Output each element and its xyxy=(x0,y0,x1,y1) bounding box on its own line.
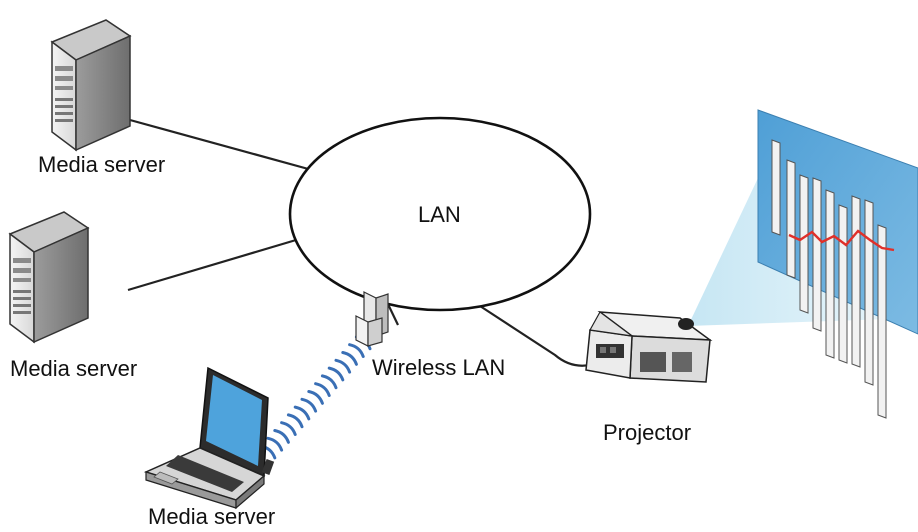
signal-wave xyxy=(286,413,304,429)
wireless-access-point-icon xyxy=(355,291,389,347)
signal-wave xyxy=(300,397,318,413)
signal-wave xyxy=(273,429,290,444)
screen-bar xyxy=(799,174,809,314)
screen-bar xyxy=(877,224,887,419)
signal-wave xyxy=(266,436,284,452)
lan-label: LAN xyxy=(418,202,461,227)
screen-bar xyxy=(838,204,848,364)
signal-wave xyxy=(334,358,352,374)
projection-screen-icon xyxy=(757,109,918,419)
lan-cloud xyxy=(288,116,592,312)
signal-wave xyxy=(280,421,297,436)
link-top-server xyxy=(129,118,313,172)
screen-bar xyxy=(825,189,835,359)
screen-bar xyxy=(851,195,861,368)
server-middle-label: Media server xyxy=(10,356,138,381)
signal-wave xyxy=(314,382,331,397)
signal-wave xyxy=(307,390,324,405)
signal-wave xyxy=(320,374,338,390)
screen-bar xyxy=(771,139,781,236)
wireless-lan-label: Wireless LAN xyxy=(372,355,506,380)
laptop-icon xyxy=(143,366,275,510)
signal-wave xyxy=(327,366,345,382)
server-tower-icon xyxy=(8,211,90,344)
signal-wave xyxy=(341,351,358,366)
screen-bar xyxy=(864,199,874,386)
projector-label: Projector xyxy=(603,420,692,445)
server-tower-icon xyxy=(50,19,132,152)
server-top-label: Media server xyxy=(38,152,166,177)
laptop-label: Media server xyxy=(148,504,276,529)
link-middle-server xyxy=(127,238,297,292)
signal-wave xyxy=(348,343,365,358)
projector-icon xyxy=(585,311,713,383)
wireless-signal-icon xyxy=(259,327,379,460)
screen-bar xyxy=(812,177,822,332)
screen-bar xyxy=(786,159,796,279)
signal-wave xyxy=(293,405,311,421)
